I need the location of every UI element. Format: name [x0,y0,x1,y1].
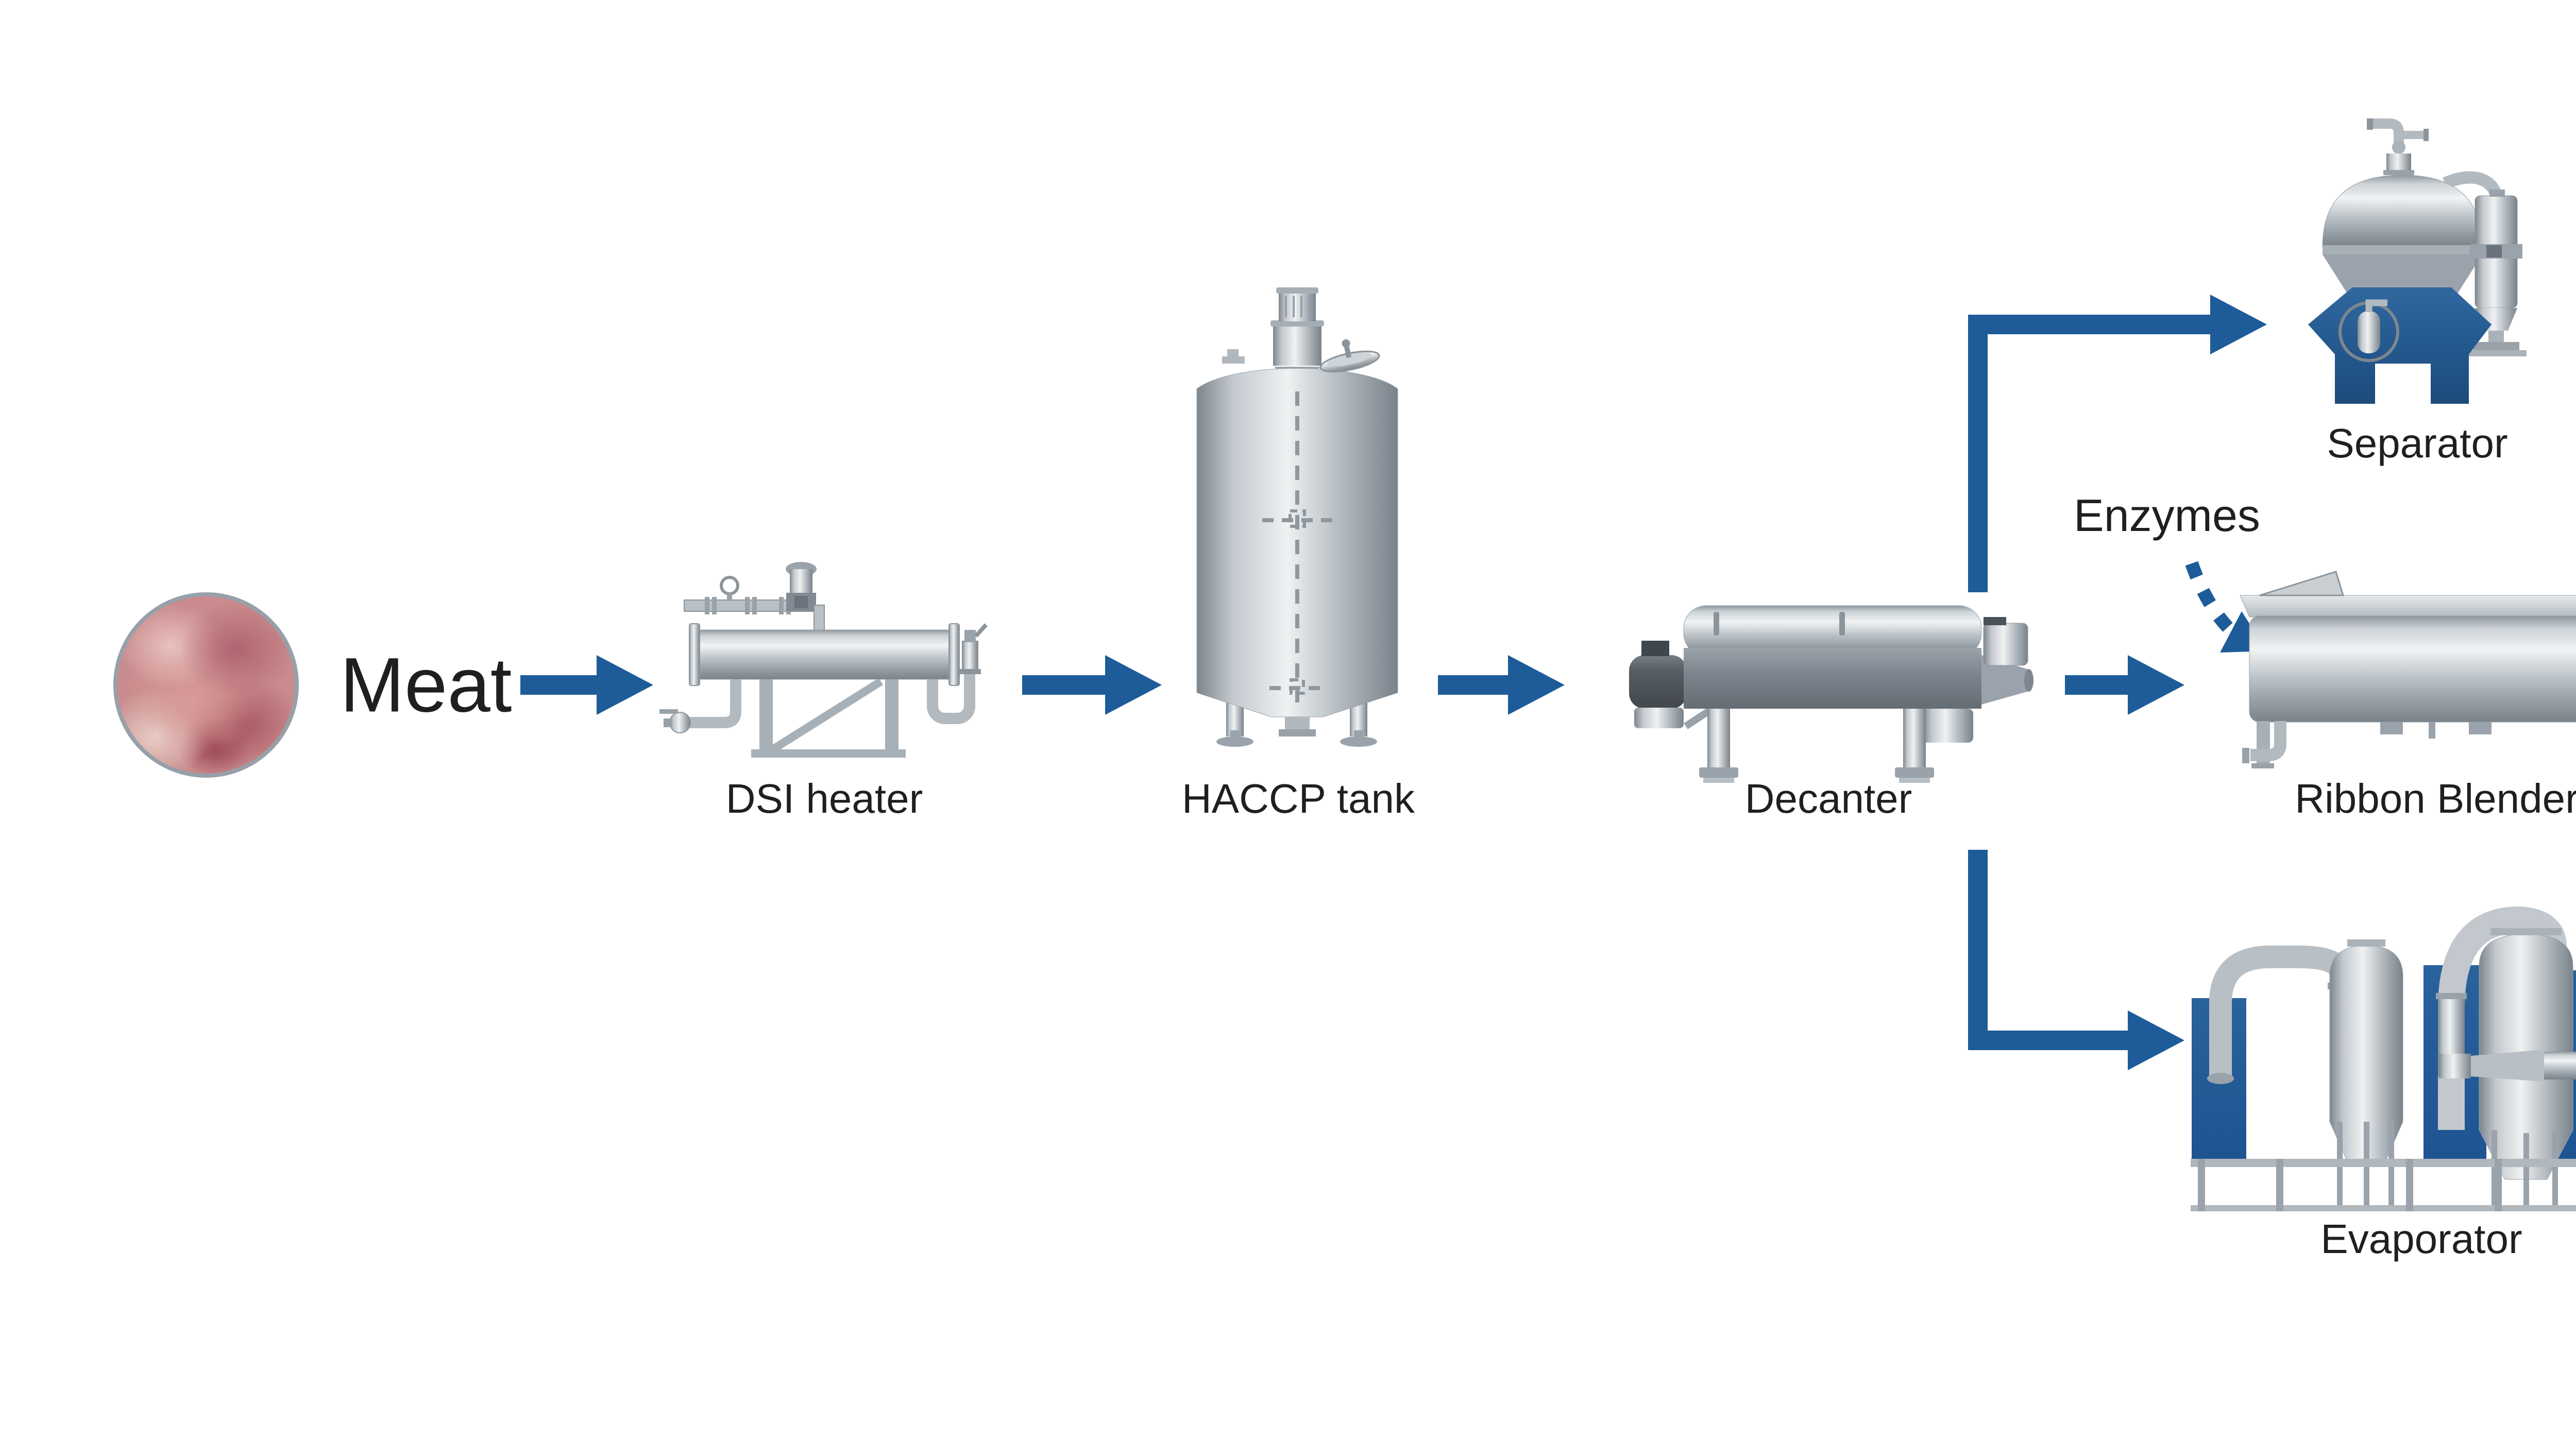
separator-illustration [2308,118,2527,404]
arrow-haccp-tank-to-decanter [1438,655,1565,715]
arrow-decanter-to-evaporator [1968,850,2184,1070]
evaporator-label: Evaporator [2320,1216,2522,1262]
evaporator-illustration [2191,906,2576,1211]
meat-label: Meat [340,641,512,728]
separator-label: Separator [2327,420,2508,466]
arrow-decanter-to-ribbon-blender [2065,655,2184,715]
haccp-tank-label: HACCP tank [1181,776,1415,821]
arrow-decanter-to-separator [1968,295,2267,592]
arrow-meat-to-dsi-heater [520,655,653,715]
dsi-heater-label: DSI heater [725,776,923,821]
dsi-heater-illustration [659,562,988,758]
haccp-tank-illustration [1196,287,1398,747]
decanter-label: Decanter [1744,776,1912,821]
meat-photo [113,592,299,778]
ribbon-blender-illustration [2240,571,2576,768]
ribbon-blender-label: Ribbon Blender [2295,776,2576,821]
arrow-dsi-heater-to-haccp-tank [1022,655,1162,715]
decanter-illustration [1629,605,2033,783]
enzymes-label: Enzymes [2074,490,2260,541]
